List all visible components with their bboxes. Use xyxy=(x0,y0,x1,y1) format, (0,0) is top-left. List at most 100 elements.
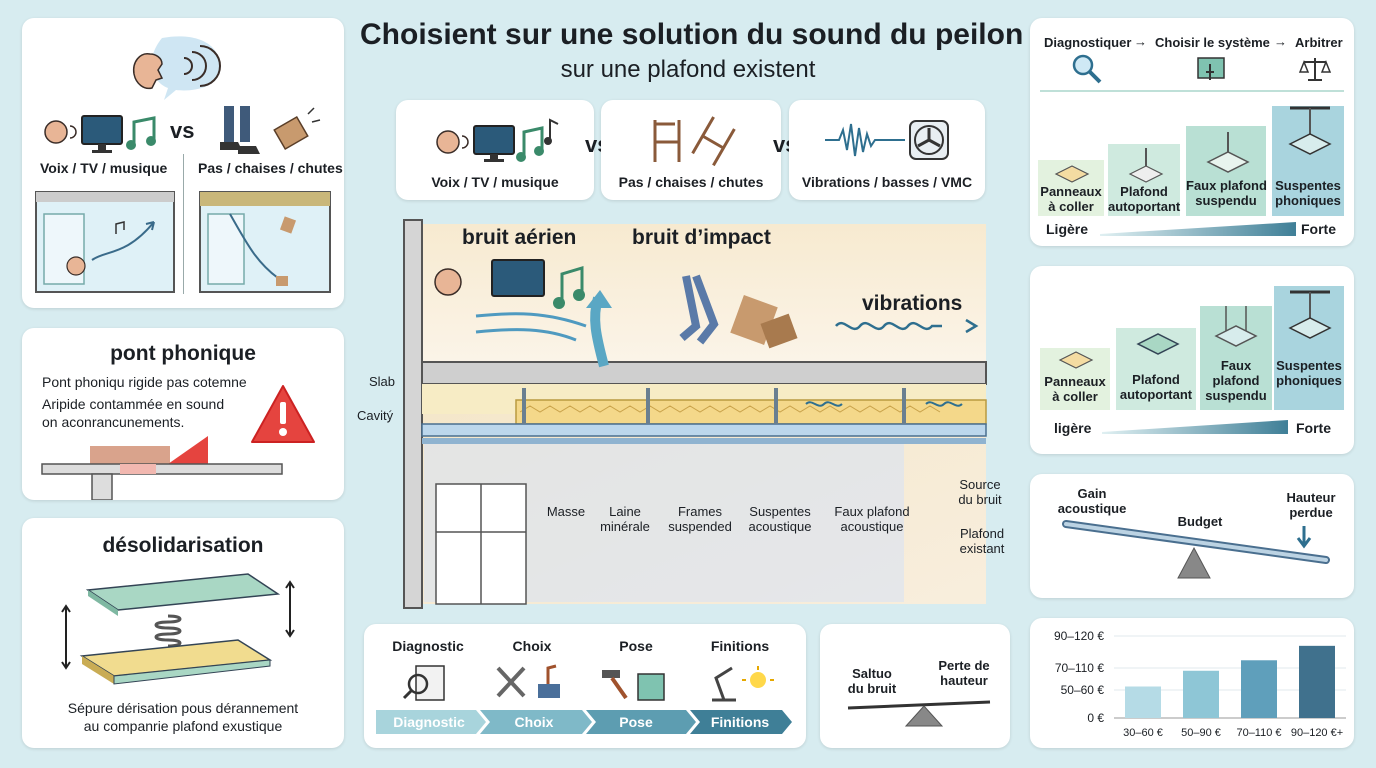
impact-room-illustration xyxy=(199,191,331,293)
bar xyxy=(1183,670,1219,718)
flow-high-label: Forte xyxy=(1301,221,1336,237)
step-chevron-finitions: Finitions xyxy=(710,714,770,730)
step-title-pose: Pose xyxy=(619,638,653,654)
cavity-label: Cavitý xyxy=(357,408,394,423)
autoportant-icon xyxy=(1128,148,1164,183)
balance-scale-icon xyxy=(847,700,991,727)
bar xyxy=(1299,645,1335,718)
chairs-icon xyxy=(653,116,736,167)
slab-label: Slab xyxy=(369,374,396,389)
price-chart-card: 90–120 €70–110 €50–60 €0 € 30–60 €50–90 … xyxy=(1030,618,1354,748)
page-subtitle: sur une plafond existent xyxy=(560,56,816,83)
vs-label-top: vs xyxy=(170,118,195,143)
ceiling-cross-section-diagram xyxy=(403,219,987,609)
page-title: Choisient sur une solution du sound du p… xyxy=(360,18,1024,51)
flow-step-choisir: Choisir le système xyxy=(1155,35,1270,50)
step-title-finitions: Finitions xyxy=(710,638,770,654)
x-tick-label: 50–90 € xyxy=(1181,727,1221,739)
desolidarisation-title: désolidarisation xyxy=(102,534,264,557)
y-tick-label: 50–60 € xyxy=(1061,683,1105,697)
voice-tv-music-icon xyxy=(436,118,559,162)
option-block-3 xyxy=(1200,306,1272,410)
x-tick-label: 30–60 € xyxy=(1123,727,1163,739)
decision-flow-card: Diagnostiquer → Choisir le système → Arb… xyxy=(1030,18,1354,246)
options-low-label: ligère xyxy=(1054,420,1092,436)
magnifier-icon xyxy=(1072,54,1102,84)
spring-decoupling-illustration xyxy=(61,573,295,685)
x-tick-label: 70–110 € xyxy=(1236,727,1281,739)
step-chevron-pose: Pose xyxy=(619,714,653,730)
pont-line-3: on aconrancunements. xyxy=(42,414,185,430)
flow-arrow-2: → xyxy=(1274,34,1287,49)
impact-noise-label: bruit d’impact xyxy=(632,226,771,249)
step-chevron-diagnostic: Diagnostic xyxy=(393,714,465,730)
flow-step-arbitrer: Arbitrer xyxy=(1295,35,1343,50)
system-choice-icon xyxy=(1197,57,1225,80)
hammer-paint-icon xyxy=(602,670,665,701)
phonic-hanger-icon xyxy=(1288,106,1332,155)
airborne-noise-label: bruit aérien xyxy=(462,226,577,249)
price-bar-chart: 90–120 €70–110 €50–60 €0 € 30–60 €50–90 … xyxy=(1054,629,1346,739)
pont-phonique-card: pont phonique Pont phoniqu rigide pas co… xyxy=(22,328,344,500)
step-chevron-choix: Choix xyxy=(514,714,554,730)
noise-type-label: Voix / TV / musique xyxy=(431,174,559,190)
tools-icon xyxy=(496,664,560,698)
noise-type-label: Pas / chaises / chutes xyxy=(618,174,764,190)
desol-caption-1: Sépure dérisation pous dérannement xyxy=(67,700,299,716)
card-divider xyxy=(183,154,184,294)
tradeoff-balance-icon xyxy=(1062,520,1330,579)
panel-icon xyxy=(1058,351,1094,369)
speaking-head-icon xyxy=(132,36,221,100)
desol-caption-2: au companrie plafond exustique xyxy=(83,718,283,734)
bar xyxy=(1241,660,1277,718)
noise-type-vibration-card: Vibrations / basses / VMC xyxy=(789,100,985,200)
desolidarisation-card: désolidarisation Sépure dérisation pous … xyxy=(22,518,344,748)
pont-line-1: Pont phoniqu rigide pas cotemne xyxy=(42,374,247,390)
fan-vmc-icon xyxy=(909,120,949,160)
budget-label: Budget xyxy=(1177,514,1223,529)
step-title-choix: Choix xyxy=(512,638,552,654)
autoportant-icon xyxy=(1136,333,1180,355)
flow-step-diagnostiquer: Diagnostiquer xyxy=(1044,35,1132,50)
vibration-wave-icon xyxy=(825,123,905,157)
phonic-hanger-icon xyxy=(1288,290,1332,339)
noise-type-impact-card: Pas / chaises / chutes xyxy=(601,100,781,200)
pont-line-2: Aripide contammée en sound xyxy=(42,396,225,412)
panel-icon xyxy=(1054,165,1090,183)
footsteps-falling-object-icon xyxy=(220,106,321,154)
option-block-4 xyxy=(1272,106,1344,216)
airborne-label-top: Voix / TV / musique xyxy=(40,160,168,176)
step-title-diagnostic: Diagnostic xyxy=(392,638,464,654)
airborne-room-illustration xyxy=(35,191,175,293)
noise-comparison-card: vs Voix / TV / musique Pas / chaises / c… xyxy=(22,18,344,308)
scale-justice-icon xyxy=(1298,58,1332,81)
y-tick-label: 70–110 € xyxy=(1055,661,1104,675)
warning-icon xyxy=(251,385,315,443)
voice-tv-music-icon xyxy=(44,115,156,153)
vibrations-label: vibrations xyxy=(862,292,963,315)
y-tick-label: 0 € xyxy=(1087,711,1104,725)
suspended-ceiling-icon xyxy=(1206,132,1250,173)
flow-divider xyxy=(1040,90,1344,92)
impact-label-top: Pas / chaises / chutes xyxy=(198,160,343,176)
